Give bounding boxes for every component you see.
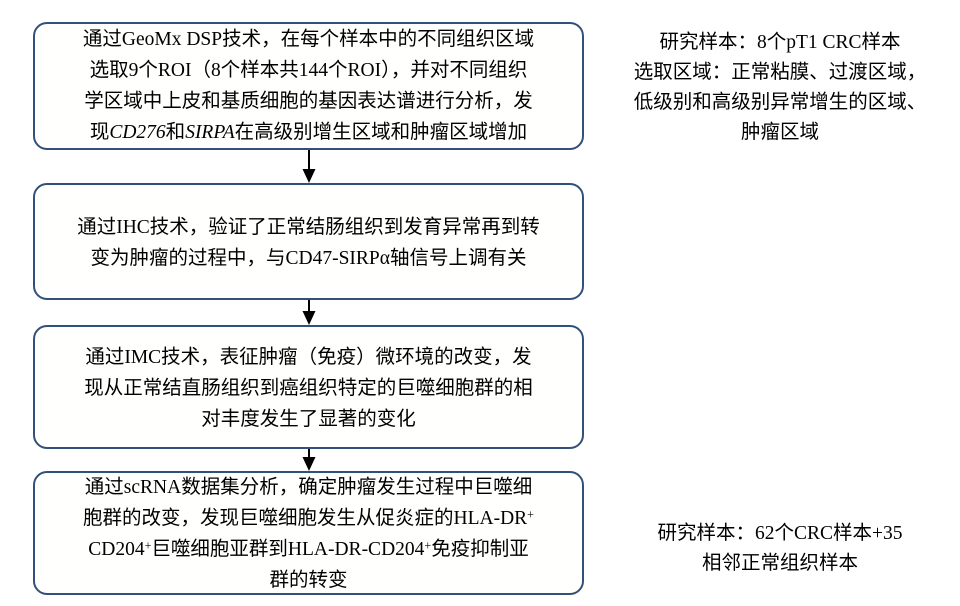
flow-step-box-2-label: 通过IHC技术，验证了正常结肠组织到发育异常再到转变为肿瘤的过程中，与CD47-… xyxy=(77,216,540,269)
flow-step-box-1-label: 通过GeoMx DSP技术，在每个样本中的不同组织区域选取9个ROI（8个样本共… xyxy=(82,29,535,143)
side-note-sample-description-top: 研究样本：8个pT1 CRC样本选取区域：正常粘膜、过渡区域，低级别和高级别异常… xyxy=(633,32,927,143)
connector-arrow-1 xyxy=(297,150,321,183)
flow-step-box-4[interactable]: 通过scRNA数据集分析，确定肿瘤发生过程中巨噬细胞群的改变，发现巨噬细胞发生从… xyxy=(33,471,584,595)
flow-step-box-3[interactable]: 通过IMC技术，表征肿瘤（免疫）微环境的改变，发现从正常结直肠组织到癌组织特定的… xyxy=(33,325,584,449)
flow-step-box-2[interactable]: 通过IHC技术，验证了正常结肠组织到发育异常再到转变为肿瘤的过程中，与CD47-… xyxy=(33,183,584,300)
flow-step-box-1[interactable]: 通过GeoMx DSP技术，在每个样本中的不同组织区域选取9个ROI（8个样本共… xyxy=(33,22,584,150)
connector-arrow-2 xyxy=(297,300,321,325)
flow-step-box-3-label: 通过IMC技术，表征肿瘤（免疫）微环境的改变，发现从正常结直肠组织到癌组织特定的… xyxy=(84,346,533,430)
flow-step-box-4-label: 通过scRNA数据集分析，确定肿瘤发生过程中巨噬细胞群的改变，发现巨噬细胞发生从… xyxy=(83,477,534,591)
connector-arrow-3 xyxy=(297,449,321,471)
